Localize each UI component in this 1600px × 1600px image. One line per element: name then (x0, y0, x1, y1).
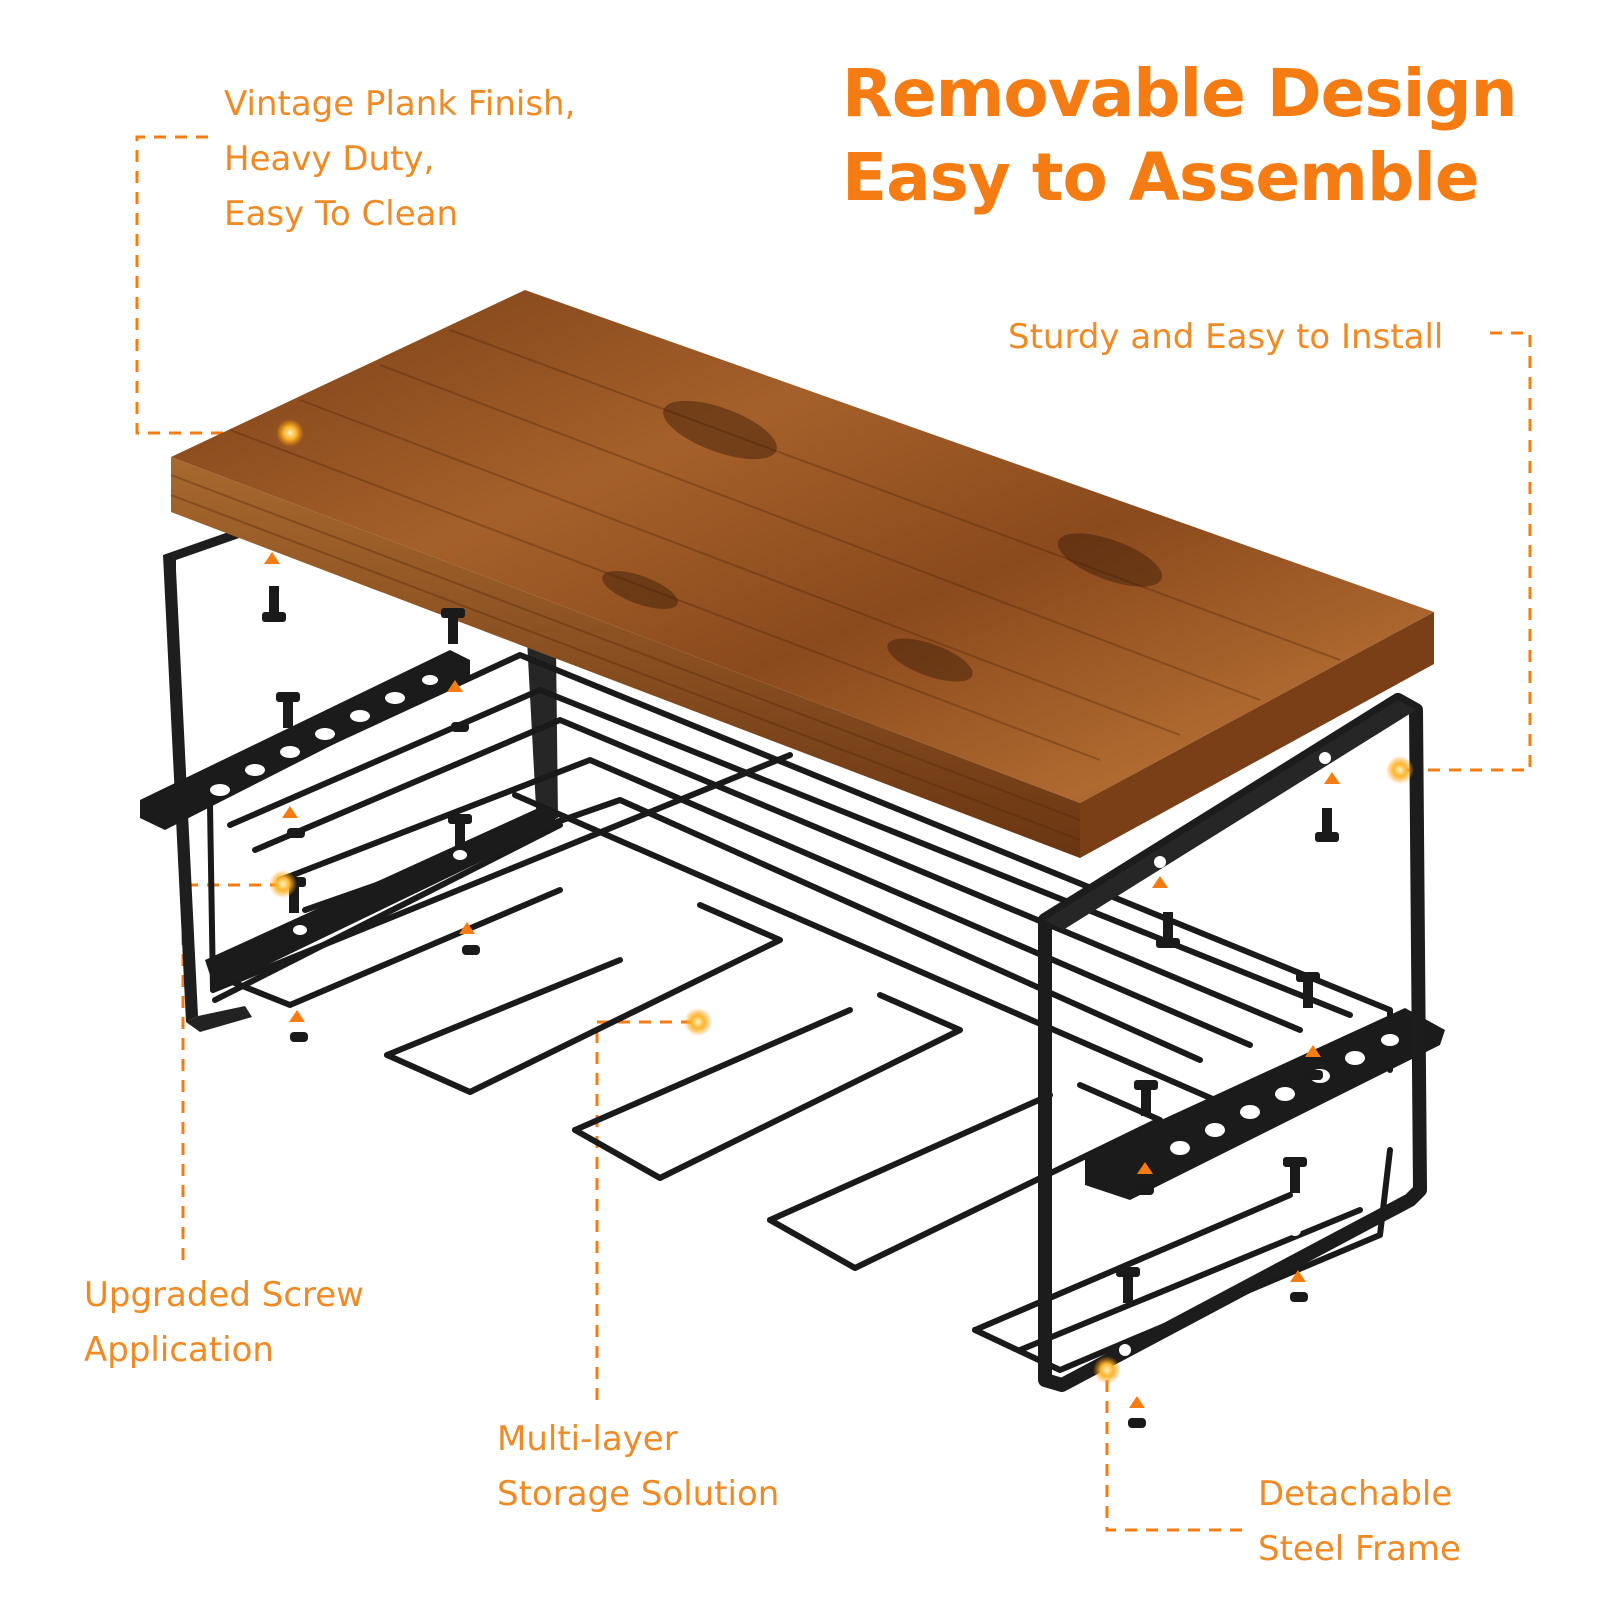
screw-icon (276, 692, 300, 728)
tool-plate-left (140, 650, 555, 990)
callout-storage-line-2: Storage Solution (497, 1474, 780, 1514)
screw-icon (441, 608, 465, 644)
highlight-dot-icon (684, 1008, 712, 1036)
screw-icon (462, 945, 480, 955)
callout-upgraded-screw: Upgraded Screw Application (84, 1268, 364, 1378)
screw-icon (1296, 972, 1320, 1008)
screw-icon (1134, 1080, 1158, 1116)
highlight-dot-icon (276, 419, 304, 447)
callout-sturdy-install: Sturdy and Easy to Install (1008, 310, 1443, 365)
arrow-up-icon (1305, 1045, 1321, 1057)
callout-screw-line-1: Upgraded Screw (84, 1275, 364, 1315)
screw-icon (1290, 1292, 1308, 1302)
callout-screw-line-2: Application (84, 1330, 274, 1370)
screw-icon (1315, 808, 1339, 842)
screw-icon (1305, 1070, 1323, 1080)
highlight-dot-icon (269, 870, 297, 898)
arrow-up-icon (1324, 772, 1340, 784)
screw-icon (262, 586, 286, 622)
arrow-up-icon (447, 680, 463, 692)
callout-plank-finish: Vintage Plank Finish, Heavy Duty, Easy T… (224, 77, 575, 242)
screw-icon (1156, 912, 1180, 948)
connector-plank (135, 135, 290, 435)
screw-icon (1116, 1267, 1140, 1303)
steel-frame-right (1038, 693, 1427, 1392)
callout-frame-line-1: Detachable (1258, 1474, 1453, 1514)
screw-icon (1136, 1185, 1154, 1195)
highlight-dot-icon (1093, 1356, 1121, 1384)
wood-plank (170, 290, 1434, 858)
arrow-up-icon (1152, 876, 1168, 888)
callout-frame-line-2: Steel Frame (1258, 1529, 1461, 1569)
arrow-up-icon (282, 806, 298, 818)
headline-line-2: Easy to Assemble (842, 139, 1480, 216)
callout-plank-line-3: Easy To Clean (224, 194, 459, 234)
callout-multi-layer-storage: Multi-layer Storage Solution (497, 1412, 779, 1522)
arrow-up-icon (1137, 1162, 1153, 1174)
connector-screw (181, 883, 286, 1260)
callout-plank-line-1: Vintage Plank Finish, (224, 84, 576, 124)
arrow-up-icon (1290, 1270, 1306, 1282)
callout-plank-line-2: Heavy Duty, (224, 139, 435, 179)
screw-icon (448, 814, 472, 850)
connector-frame (1105, 1380, 1250, 1532)
headline: Removable Design Easy to Assemble (842, 52, 1562, 220)
connector-sturdy (1400, 331, 1532, 772)
callout-storage-line-1: Multi-layer (497, 1419, 678, 1459)
connector-storage (595, 1020, 696, 1400)
arrow-up-icon (459, 922, 475, 934)
assembly-arrows (264, 552, 1340, 1408)
screws (262, 586, 1339, 1428)
headline-line-1: Removable Design (842, 55, 1518, 132)
tool-plate-right (1085, 1008, 1445, 1200)
callout-connectors (135, 135, 1532, 1532)
arrow-up-icon (264, 552, 280, 564)
screw-icon (1128, 1418, 1146, 1428)
screw-icon (287, 828, 305, 838)
callout-steel-frame: Detachable Steel Frame (1258, 1467, 1461, 1577)
arrow-up-icon (289, 1010, 305, 1022)
arrow-up-icon (1129, 1396, 1145, 1408)
highlight-dots (269, 419, 1414, 1384)
screw-icon (1283, 1157, 1307, 1193)
screw-icon (290, 1032, 308, 1042)
callout-sturdy-line-1: Sturdy and Easy to Install (1008, 317, 1444, 357)
screw-icon (451, 722, 469, 732)
highlight-dot-icon (1386, 756, 1414, 784)
